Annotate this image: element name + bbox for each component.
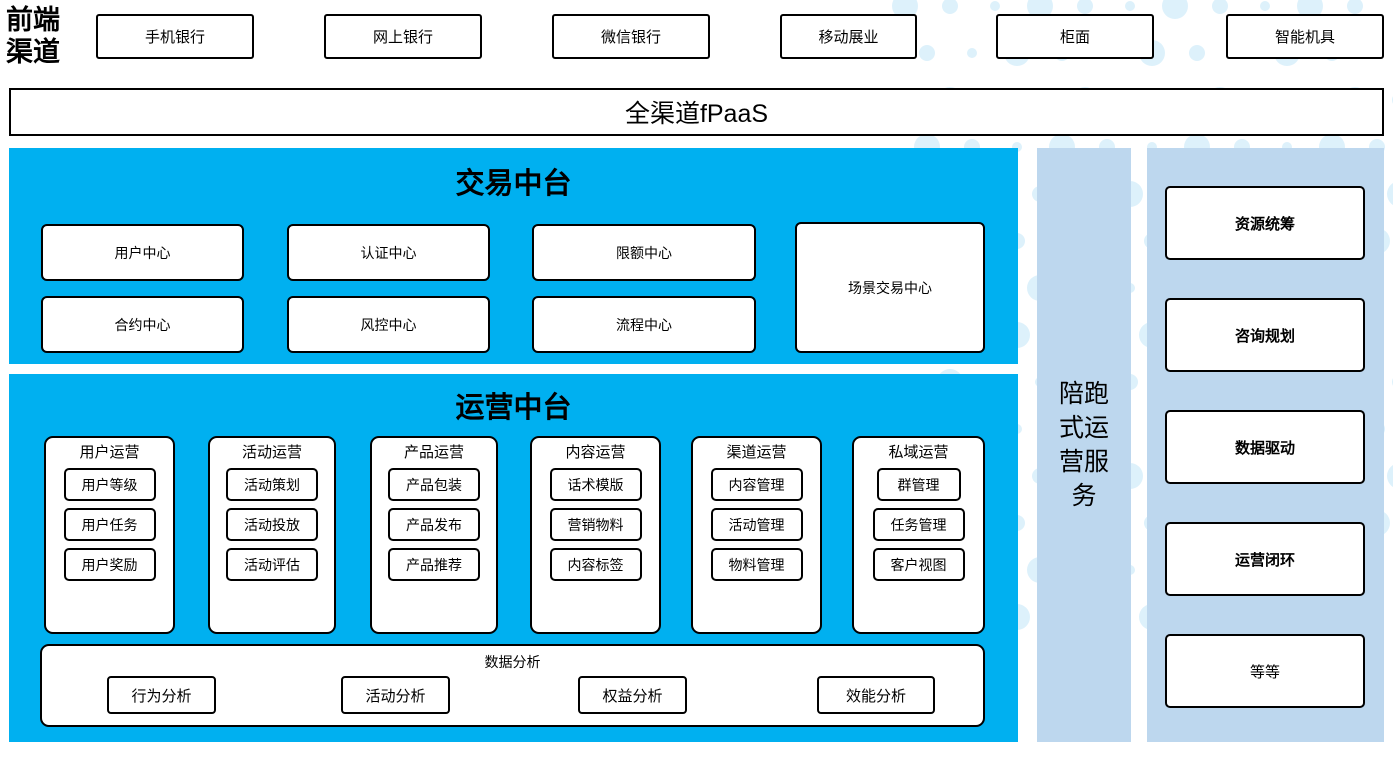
data-analysis-item-1[interactable]: 行为分析 <box>107 676 216 714</box>
operations-item[interactable]: 内容管理 <box>710 468 803 501</box>
operations-item[interactable]: 营销物料 <box>549 508 642 541</box>
channel-box-1[interactable]: 手机银行 <box>96 14 254 59</box>
operations-item[interactable]: 用户奖励 <box>63 548 156 581</box>
service-item-2[interactable]: 咨询规划 <box>1165 298 1365 372</box>
data-analysis-item-2[interactable]: 活动分析 <box>341 676 450 714</box>
service-column-label: 陪跑式运营服务 <box>1058 380 1109 510</box>
operations-column-title: 渠道运营 <box>726 444 787 461</box>
operations-column-title: 私域运营 <box>888 444 949 461</box>
operations-item[interactable]: 用户等级 <box>63 468 156 501</box>
operations-column-title: 活动运营 <box>241 444 302 461</box>
transaction-item-2[interactable]: 认证中心 <box>287 224 490 281</box>
operations-column-title: 产品运营 <box>403 444 464 461</box>
operations-column-5: 渠道运营内容管理活动管理物料管理 <box>691 436 822 634</box>
front-channel-label: 前端 渠道 <box>6 4 78 68</box>
service-column: 陪跑式运营服务 <box>1037 148 1131 742</box>
channel-box-3[interactable]: 微信银行 <box>552 14 710 59</box>
data-analysis-title: 数据分析 <box>484 654 541 670</box>
operations-item[interactable]: 物料管理 <box>710 548 803 581</box>
channel-box-2[interactable]: 网上银行 <box>324 14 482 59</box>
operations-item[interactable]: 用户任务 <box>63 508 156 541</box>
operations-column-title: 内容运营 <box>565 444 626 461</box>
service-item-1[interactable]: 资源统筹 <box>1165 186 1365 260</box>
service-item-4[interactable]: 运营闭环 <box>1165 522 1365 596</box>
operations-item[interactable]: 群管理 <box>876 468 961 501</box>
operations-platform-title: 运营中台 <box>455 392 572 424</box>
operations-item[interactable]: 活动评估 <box>226 548 318 581</box>
operations-item[interactable]: 产品推荐 <box>388 548 480 581</box>
operations-column-1: 用户运营用户等级用户任务用户奖励 <box>44 436 175 634</box>
channel-box-6[interactable]: 智能机具 <box>1226 14 1384 59</box>
front-channel-label-line2: 渠道 <box>6 37 60 67</box>
operations-column-2: 活动运营活动策划活动投放活动评估 <box>208 436 336 634</box>
service-item-5[interactable]: 等等 <box>1165 634 1365 708</box>
front-channel-label-line1: 前端 <box>6 5 60 35</box>
data-analysis-item-3[interactable]: 权益分析 <box>578 676 687 714</box>
transaction-item-4[interactable]: 合约中心 <box>41 296 244 353</box>
transaction-item-7[interactable]: 场景交易中心 <box>795 222 985 353</box>
transaction-item-1[interactable]: 用户中心 <box>41 224 244 281</box>
operations-column-6: 私域运营群管理任务管理客户视图 <box>852 436 985 634</box>
operations-column-4: 内容运营话术模版营销物料内容标签 <box>530 436 661 634</box>
channel-box-5[interactable]: 柜面 <box>996 14 1154 59</box>
transaction-item-3[interactable]: 限额中心 <box>532 224 756 281</box>
operations-column-title: 用户运营 <box>79 444 140 461</box>
operations-item[interactable]: 客户视图 <box>872 548 965 581</box>
operations-item[interactable]: 活动策划 <box>226 468 318 501</box>
operations-item[interactable]: 活动投放 <box>226 508 318 541</box>
operations-item[interactable]: 内容标签 <box>549 548 642 581</box>
operations-item[interactable]: 产品包装 <box>388 468 480 501</box>
operations-item[interactable]: 活动管理 <box>710 508 803 541</box>
operations-column-3: 产品运营产品包装产品发布产品推荐 <box>370 436 498 634</box>
operations-item[interactable]: 话术模版 <box>549 468 642 501</box>
data-analysis-item-4[interactable]: 效能分析 <box>817 676 935 714</box>
transaction-platform-title: 交易中台 <box>455 168 572 200</box>
fpaas-banner: 全渠道fPaaS <box>9 88 1384 136</box>
service-item-3[interactable]: 数据驱动 <box>1165 410 1365 484</box>
operations-item[interactable]: 任务管理 <box>872 508 965 541</box>
channel-box-4[interactable]: 移动展业 <box>780 14 917 59</box>
operations-item[interactable]: 产品发布 <box>388 508 480 541</box>
transaction-item-5[interactable]: 风控中心 <box>287 296 490 353</box>
transaction-item-6[interactable]: 流程中心 <box>532 296 756 353</box>
